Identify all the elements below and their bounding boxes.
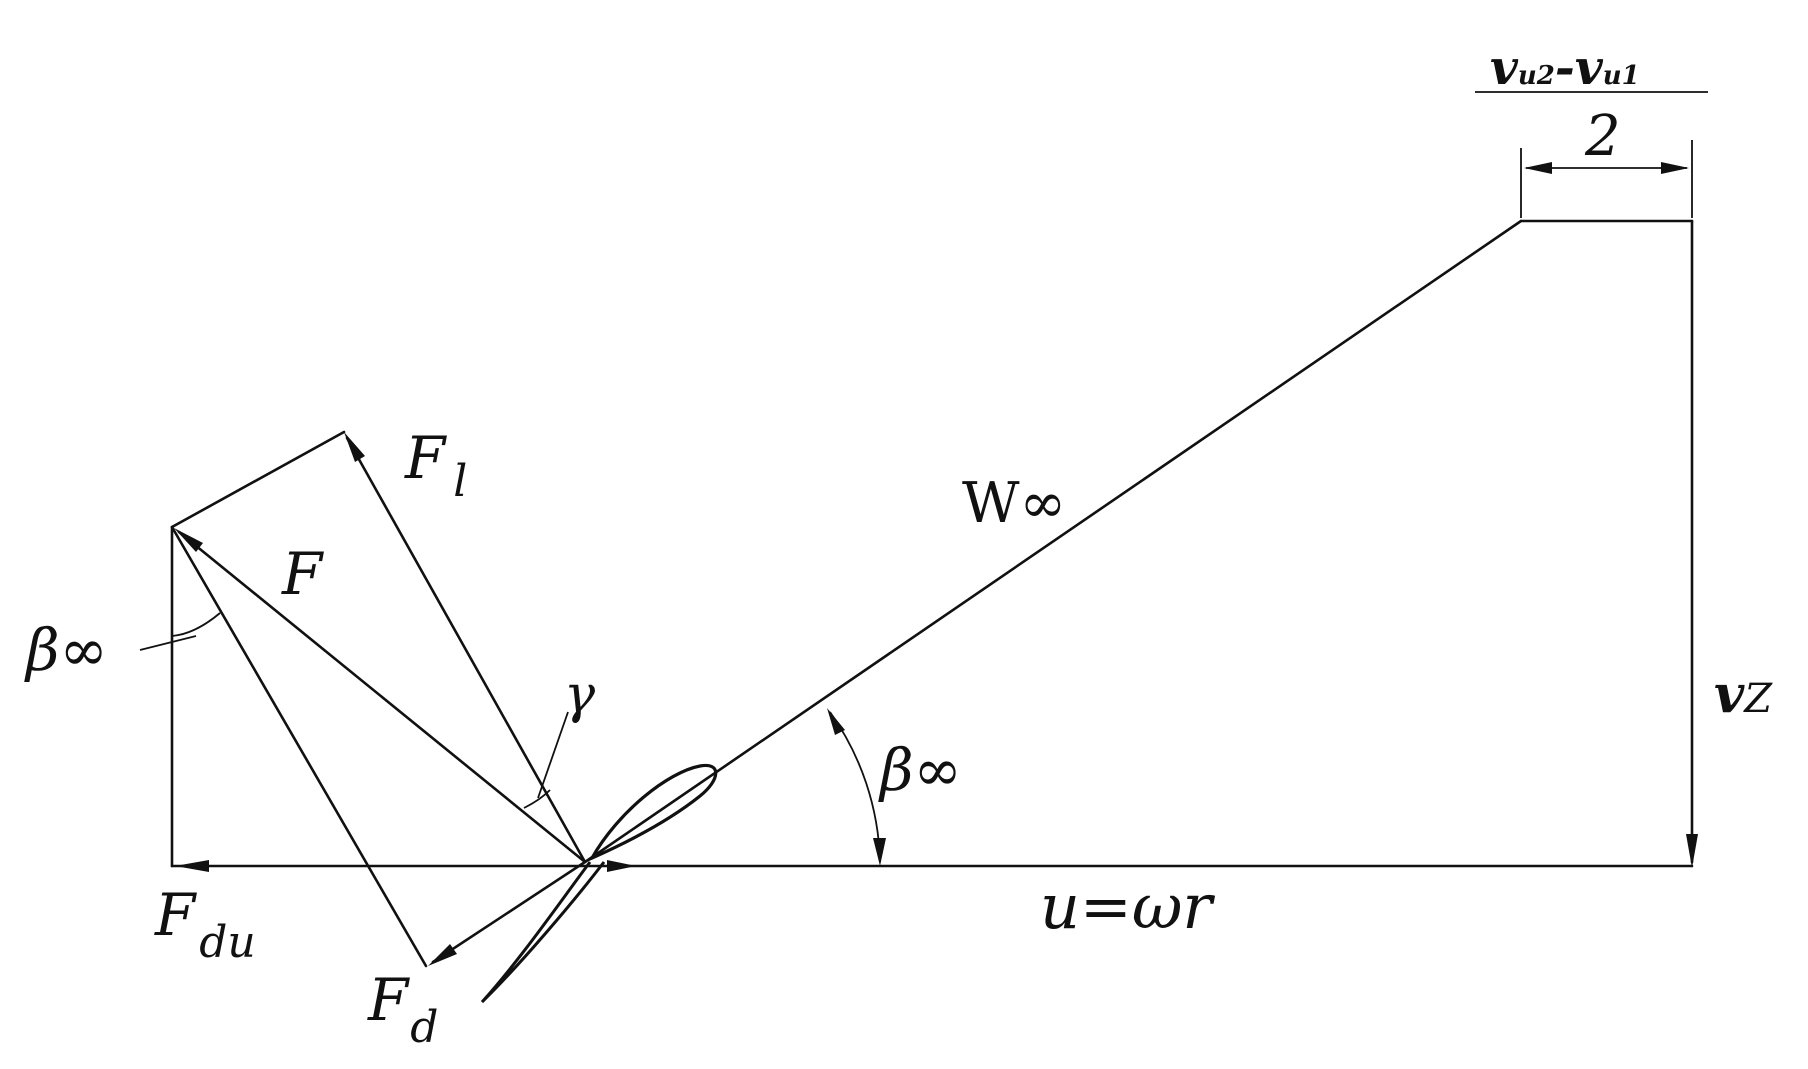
u-equation-label: u=ωr (1040, 870, 1215, 943)
w-inf-arrowhead (607, 860, 636, 872)
dimension-arrow-right (1661, 162, 1689, 174)
parallelogram-top (170, 430, 346, 529)
beta-left-arc (171, 612, 221, 637)
f-drag-label: Fd (367, 966, 438, 1053)
f-drag-arrowhead (428, 944, 457, 966)
beta-left-leader (139, 635, 197, 651)
gamma-leader (537, 711, 569, 799)
beta-right-arc (829, 711, 881, 863)
fraction-numerator: vu2-vu1 (1490, 40, 1640, 96)
f-resultant-arrowhead (174, 528, 203, 552)
w-infinity-line (583, 219, 1523, 864)
vz-label: vZ (1714, 664, 1773, 725)
f-lift-vector (345, 436, 587, 864)
beta-left-label: β∞ (24, 616, 108, 684)
f-resultant-vector (177, 530, 587, 864)
beta-right-arrow-top (827, 708, 845, 735)
gamma-label: γ (564, 665, 596, 725)
airfoil (588, 763, 718, 862)
beta-right-arrow-bottom (873, 838, 886, 866)
w-infinity-label: W∞ (962, 471, 1066, 536)
f-drag-vector (431, 860, 587, 964)
airfoil-tail (480, 861, 606, 1004)
beta-right-label: β∞ (878, 736, 962, 804)
f-drag-line-left (170, 525, 428, 968)
fraction-denominator: 2 (1584, 104, 1621, 169)
force-label: F (281, 540, 324, 608)
gamma-arc (523, 789, 551, 809)
f-du-arrowhead (175, 860, 209, 872)
f-du-label: Fdu (154, 881, 256, 968)
f-lift-arrowhead (344, 432, 365, 462)
dimension-arrow-left (1524, 162, 1552, 174)
vz-arrowhead (1686, 834, 1698, 868)
